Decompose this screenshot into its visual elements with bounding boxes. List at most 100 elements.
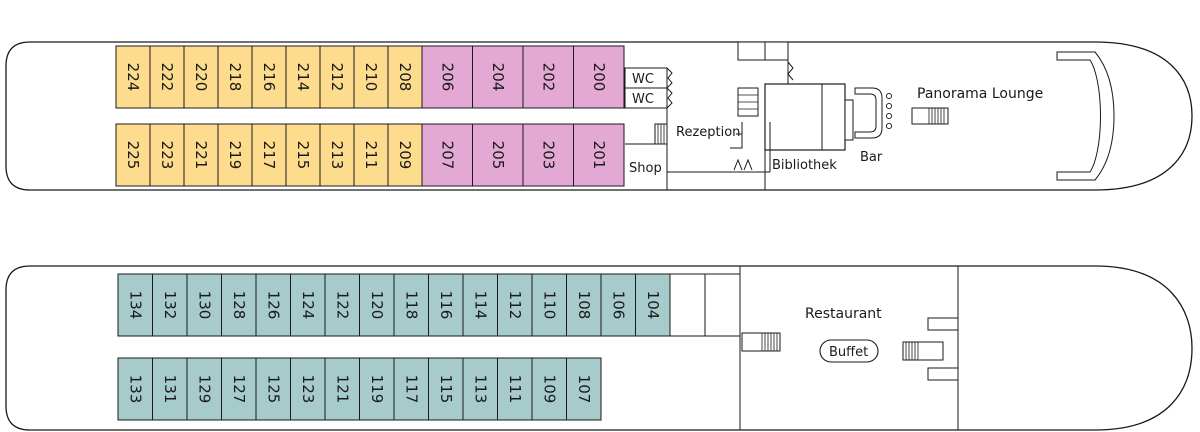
cabin-number: 208 xyxy=(396,63,414,92)
cabin-number: 119 xyxy=(368,375,386,404)
cabin-box xyxy=(319,123,355,187)
cabin-box xyxy=(359,273,395,337)
upper-bow-wall xyxy=(1056,51,1115,181)
cabin-box xyxy=(573,45,625,109)
cabin-203: 203 xyxy=(522,123,574,187)
cabin-number: 112 xyxy=(506,291,524,320)
cabin-number: 218 xyxy=(226,63,244,92)
cabin-number: 200 xyxy=(590,63,608,92)
cabin-121: 121 xyxy=(324,357,360,421)
cabin-113: 113 xyxy=(462,357,498,421)
cabin-box xyxy=(115,123,151,187)
cabin-number: 221 xyxy=(192,141,210,170)
cabin-119: 119 xyxy=(359,357,395,421)
cabin-box xyxy=(251,123,287,187)
cabin-number: 106 xyxy=(609,291,627,320)
cabin-number: 121 xyxy=(333,375,351,404)
cabin-box xyxy=(285,45,321,109)
cabin-box xyxy=(251,45,287,109)
restaurant-label: Restaurant xyxy=(805,306,882,322)
cabin-box xyxy=(421,123,473,187)
cabin-222: 222 xyxy=(149,45,185,109)
cabin-number: 225 xyxy=(124,141,142,170)
cabin-220: 220 xyxy=(183,45,219,109)
cabin-box xyxy=(393,357,429,421)
cabin-number: 207 xyxy=(438,141,456,170)
cabin-box xyxy=(217,123,253,187)
cabin-number: 215 xyxy=(294,141,312,170)
cabin-223: 223 xyxy=(149,123,185,187)
cabin-201: 201 xyxy=(573,123,625,187)
cabin-box xyxy=(462,357,498,421)
cabin-131: 131 xyxy=(152,357,188,421)
cabin-109: 109 xyxy=(531,357,567,421)
cabin-number: 109 xyxy=(540,375,558,404)
cabin-215: 215 xyxy=(285,123,321,187)
cabin-128: 128 xyxy=(221,273,257,337)
cabin-202: 202 xyxy=(522,45,574,109)
lounge-stairs xyxy=(911,107,949,125)
cabin-209: 209 xyxy=(387,123,423,187)
cabin-number: 129 xyxy=(195,375,213,404)
bar-stool xyxy=(885,92,893,100)
library-block xyxy=(764,83,846,151)
cabin-107: 107 xyxy=(566,357,602,421)
cabin-number: 128 xyxy=(230,291,248,320)
wc-door-2 xyxy=(666,87,673,109)
cabin-111: 111 xyxy=(497,357,533,421)
cabin-number: 220 xyxy=(192,63,210,92)
cabin-205: 205 xyxy=(472,123,524,187)
service-counter-top xyxy=(927,317,959,331)
cabin-number: 223 xyxy=(158,141,176,170)
cabin-box xyxy=(221,273,257,337)
cabin-box xyxy=(566,357,602,421)
cabin-219: 219 xyxy=(217,123,253,187)
cabin-box xyxy=(149,45,185,109)
cabin-124: 124 xyxy=(290,273,326,337)
cabin-213: 213 xyxy=(319,123,355,187)
cabin-box xyxy=(428,273,464,337)
cabin-number: 134 xyxy=(126,291,144,320)
cabin-box xyxy=(117,273,153,337)
cabin-218: 218 xyxy=(217,45,253,109)
cabin-114: 114 xyxy=(462,273,498,337)
cabin-box xyxy=(531,273,567,337)
cabin-number: 117 xyxy=(402,375,420,404)
cabin-box xyxy=(186,357,222,421)
reception-desk xyxy=(730,122,743,149)
wc-label-2: WC xyxy=(632,92,654,107)
cabin-box xyxy=(522,123,574,187)
cabin-number: 224 xyxy=(124,63,142,92)
cabin-208: 208 xyxy=(387,45,423,109)
cabin-number: 133 xyxy=(126,375,144,404)
cabin-number: 123 xyxy=(299,375,317,404)
cabin-box xyxy=(183,45,219,109)
cabin-130: 130 xyxy=(186,273,222,337)
cabin-box xyxy=(497,273,533,337)
cabin-108: 108 xyxy=(566,273,602,337)
panorama-lounge-label: Panorama Lounge xyxy=(917,86,1043,102)
cabin-number: 219 xyxy=(226,141,244,170)
cabin-box xyxy=(472,123,524,187)
cabin-207: 207 xyxy=(421,123,473,187)
cabin-box xyxy=(353,123,389,187)
cabin-number: 209 xyxy=(396,141,414,170)
cabin-number: 125 xyxy=(264,375,282,404)
cabin-box xyxy=(393,273,429,337)
cabin-211: 211 xyxy=(353,123,389,187)
buffet-label: Buffet xyxy=(829,345,868,360)
cabin-number: 113 xyxy=(471,375,489,404)
cabin-number: 222 xyxy=(158,63,176,92)
cabin-number: 202 xyxy=(539,63,557,92)
cabin-box xyxy=(221,357,257,421)
cabin-number: 130 xyxy=(195,291,213,320)
cabin-number: 216 xyxy=(260,63,278,92)
cabin-box xyxy=(387,123,423,187)
cabin-number: 201 xyxy=(590,141,608,170)
lower-service-room-1 xyxy=(669,273,706,337)
reception-label: Rezeption xyxy=(676,125,740,140)
cabin-125: 125 xyxy=(255,357,291,421)
